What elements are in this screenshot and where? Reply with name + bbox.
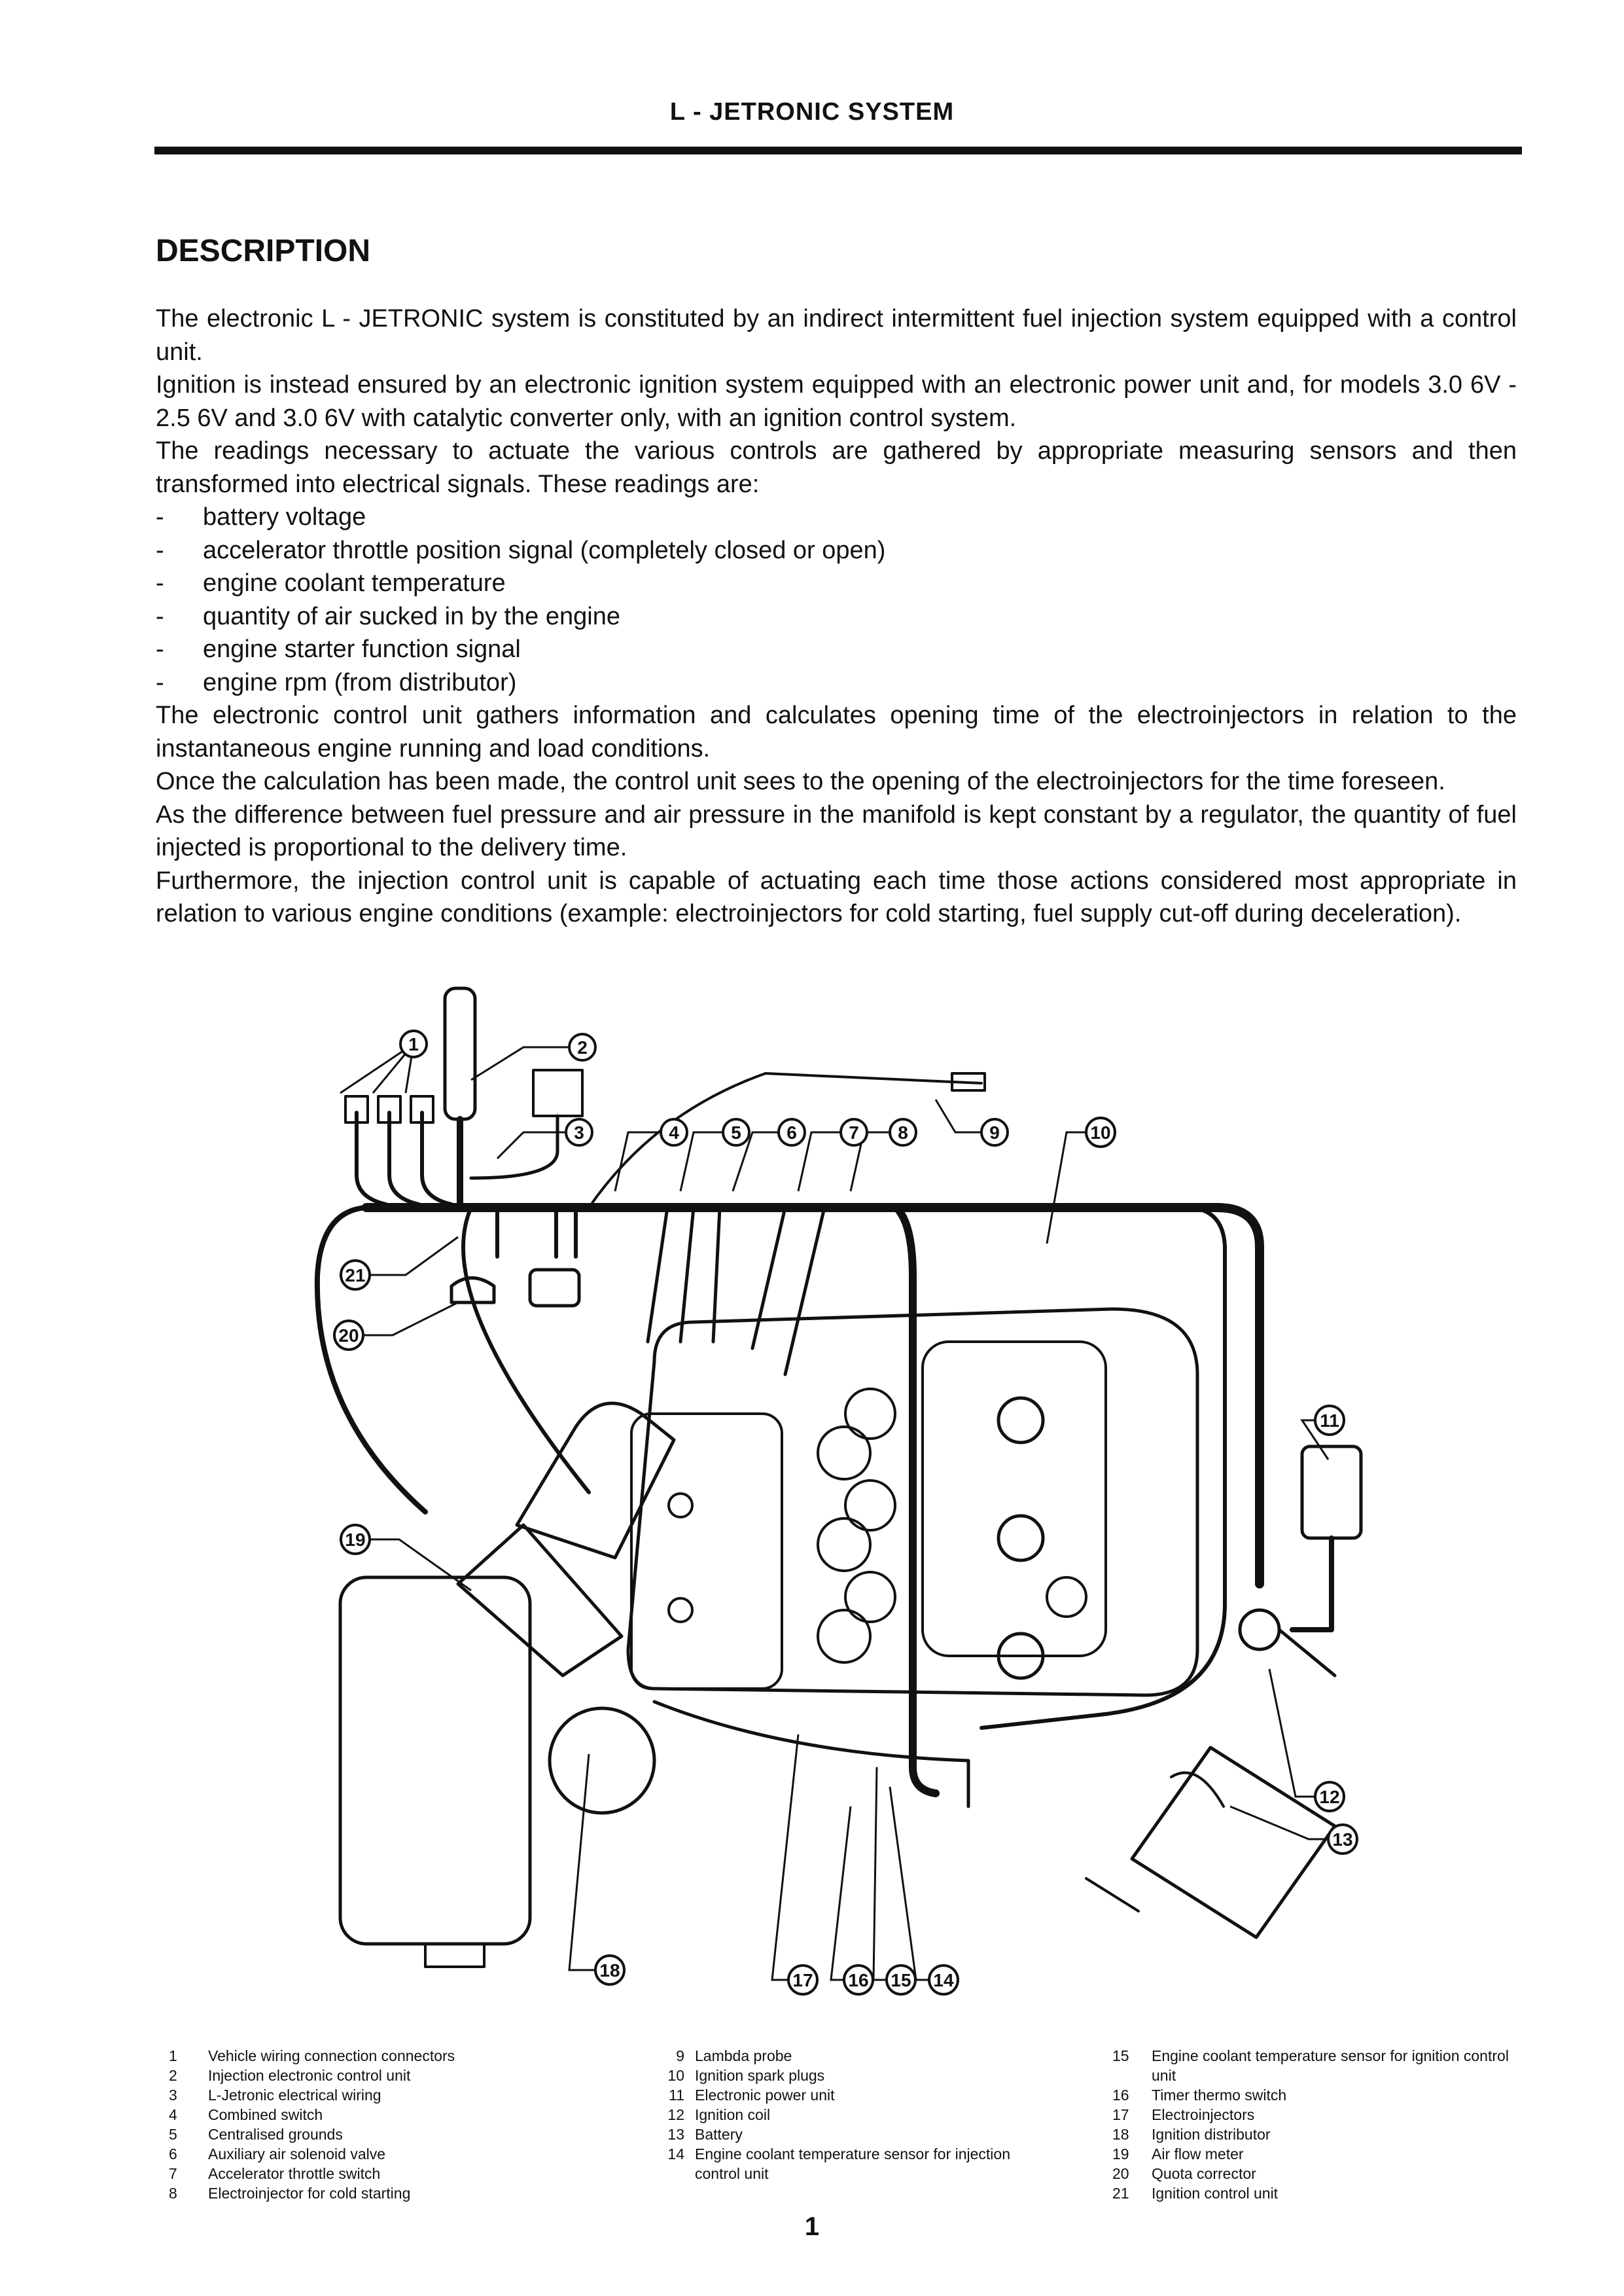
paragraph-7: Furthermore, the injection control unit … [156,867,1517,928]
svg-text:14: 14 [933,1970,954,1990]
callout-3: 3 [565,1118,593,1147]
callout-2: 2 [568,1033,597,1062]
callout-6: 6 [777,1118,806,1147]
callout-14: 14 [928,1964,959,1996]
callout-4: 4 [660,1118,688,1147]
page-number: 1 [804,2212,820,2241]
callout-21: 21 [340,1259,371,1291]
reading-item: engine rpm (from distributor) [156,666,1517,700]
svg-text:9: 9 [989,1122,1000,1143]
reading-item: engine coolant temperature [156,567,1517,600]
paragraph-5: Once the calculation has been made, the … [156,768,1445,795]
paragraph-6: As the difference between fuel pressure … [156,800,1517,862]
paragraph-1: The electronic L - JETRONIC system is co… [156,305,1517,366]
reading-item: battery voltage [156,501,1517,534]
svg-text:20: 20 [338,1325,359,1346]
reading-item: quantity of air sucked in by the engine [156,600,1517,634]
svg-text:4: 4 [669,1122,679,1143]
main-harness [584,1203,1264,1588]
svg-text:1: 1 [408,1034,419,1054]
svg-text:5: 5 [731,1122,741,1143]
svg-text:21: 21 [345,1265,365,1285]
header-rule [154,147,1522,154]
page-header-title: L - JETRONIC SYSTEM [669,98,955,126]
callout-8: 8 [889,1118,917,1147]
callout-18: 18 [594,1954,626,1986]
system-diagram: 1 2 3 4 5 6 7 8 9 10 11 12 13 14 15 16 1… [314,986,1363,1996]
svg-text:10: 10 [1090,1122,1110,1143]
battery-outline [1130,1746,1337,1939]
description-text: The electronic L - JETRONIC system is co… [156,302,1517,931]
callout-19: 19 [340,1524,371,1555]
callout-20: 20 [333,1319,364,1351]
svg-text:13: 13 [1332,1829,1352,1850]
callout-10: 10 [1085,1117,1116,1148]
section-heading: DESCRIPTION [156,234,371,268]
callout-15: 15 [885,1964,917,1996]
callout-7: 7 [839,1118,868,1147]
svg-text:6: 6 [786,1122,797,1143]
callout-1: 1 [399,1030,428,1058]
reading-item: accelerator throttle position signal (co… [156,534,1517,567]
paragraph-3: The readings necessary to actuate the va… [156,437,1517,498]
callout-13: 13 [1327,1823,1358,1855]
callout-17: 17 [787,1964,819,1996]
svg-text:19: 19 [345,1530,365,1550]
paragraph-4: The electronic control unit gathers info… [156,702,1517,762]
svg-text:2: 2 [577,1037,588,1058]
svg-text:18: 18 [599,1960,620,1981]
callout-16: 16 [843,1964,874,1996]
svg-text:17: 17 [792,1970,813,1990]
readings-list: battery voltage accelerator throttle pos… [156,501,1517,699]
svg-text:11: 11 [1320,1410,1339,1431]
svg-text:12: 12 [1319,1787,1339,1807]
svg-text:8: 8 [898,1122,908,1143]
callout-12: 12 [1314,1781,1345,1812]
svg-text:16: 16 [848,1970,868,1990]
svg-text:3: 3 [574,1122,584,1143]
callout-5: 5 [722,1118,750,1147]
paragraph-2: Ignition is instead ensured by an electr… [156,371,1517,432]
svg-text:7: 7 [849,1122,859,1143]
callout-9: 9 [980,1118,1009,1147]
callout-11: 11 [1314,1405,1345,1436]
harness-left-loop [314,1205,428,1515]
reading-item: engine starter function signal [156,633,1517,666]
svg-text:15: 15 [891,1970,911,1990]
